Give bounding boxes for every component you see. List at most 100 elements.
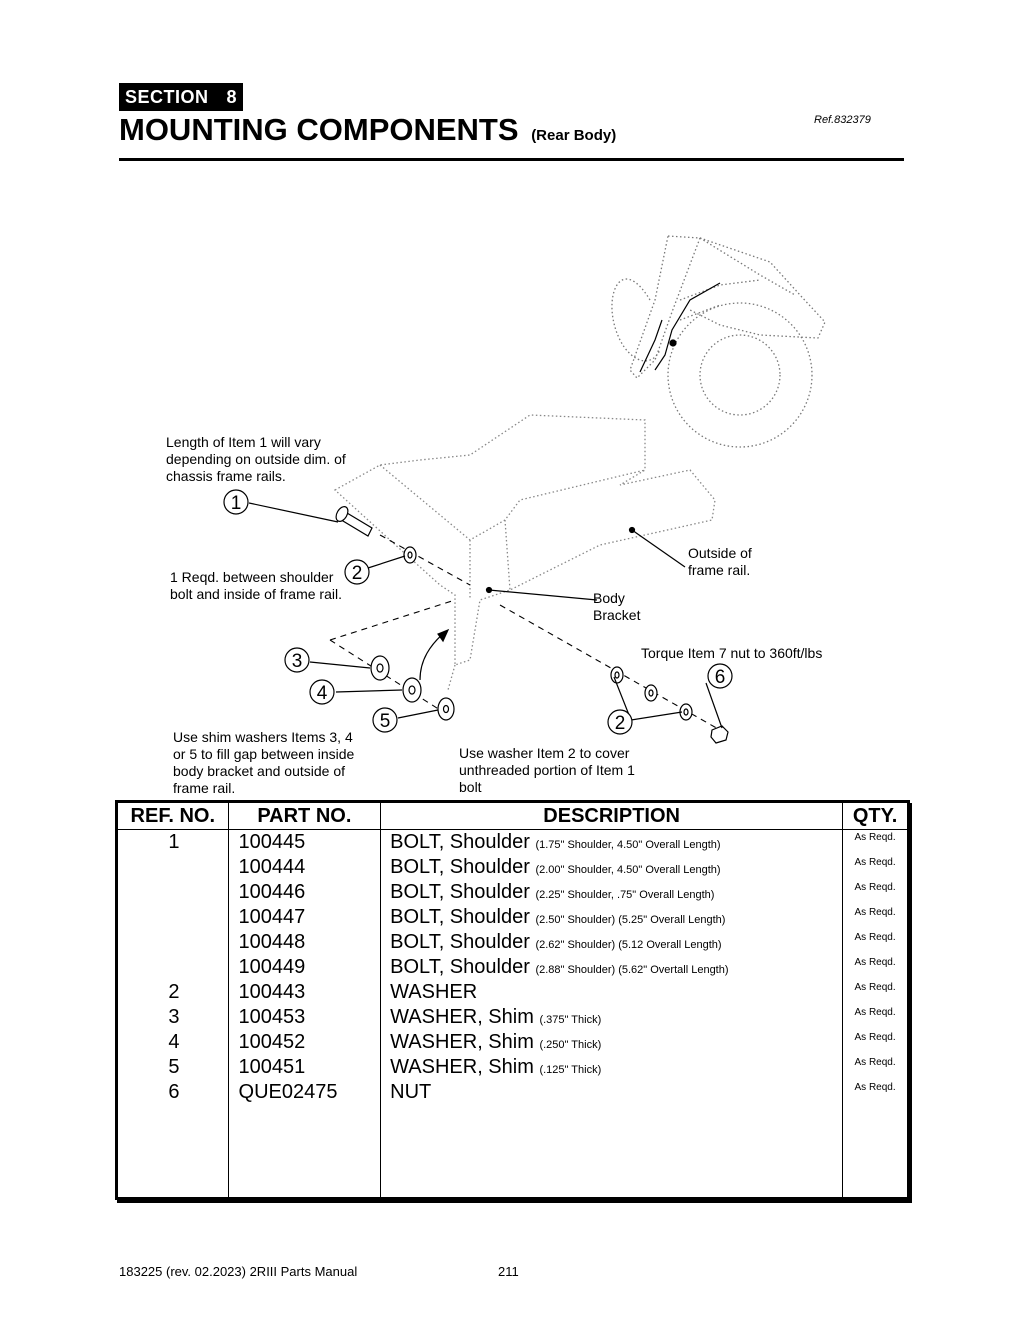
callout-1: 1 [231, 493, 242, 514]
description-detail: (.375" Thick) [539, 1014, 602, 1026]
note-line: 1 Reqd. between shoulder [170, 569, 334, 585]
qty-cell: As Reqd. [854, 957, 896, 968]
note-line: frame rail. [173, 780, 236, 796]
note-line: frame rail. [688, 562, 751, 578]
leader-lines [248, 502, 723, 729]
qty-cell: As Reqd. [854, 882, 896, 893]
description-main: NUT [390, 1081, 432, 1103]
description-main: WASHER, Shim [390, 1031, 534, 1053]
qty-cell: As Reqd. [854, 982, 896, 993]
ref-cell: 5 [168, 1056, 180, 1078]
part-cell: 100453 [238, 1006, 306, 1028]
ref-cell [118, 880, 228, 905]
ref-cell [118, 855, 228, 880]
note-line: Use washer Item 2 to cover [459, 745, 630, 761]
section-number: 8 [226, 87, 238, 107]
part-cell: 100445 [238, 831, 306, 853]
callout-numbers: 1 2 3 4 5 2 6 [231, 493, 726, 734]
note-line: Use shim washers Items 3, 4 [173, 729, 353, 745]
callout-3: 3 [292, 651, 303, 672]
qty-cell: As Reqd. [854, 832, 896, 843]
description-cell: WASHER, Shim (.375" Thick) [381, 1005, 842, 1030]
callout-bubbles [223, 489, 733, 735]
washers [370, 546, 729, 744]
description-detail: (2.50" Shoulder) (5.25" Overall Length) [535, 914, 726, 926]
callout-2b: 2 [615, 713, 626, 734]
part-cell: QUE02475 [238, 1081, 338, 1103]
note-outside-frame-rail: Outside of frame rail. [688, 545, 752, 579]
qty-cell: As Reqd. [854, 932, 896, 943]
qty-cell: As Reqd. [854, 1007, 896, 1018]
note-line: Outside of [688, 545, 752, 561]
callout-4: 4 [317, 683, 328, 704]
qty-column: As Reqd. As Reqd. As Reqd. As Reqd. As Reqd.… [842, 829, 909, 1199]
description-cell: NUT [381, 1080, 842, 1105]
description-detail: (2.25" Shoulder, .75" Overall Length) [535, 889, 715, 901]
header-description: DESCRIPTION [380, 801, 844, 830]
ref-cell [118, 955, 228, 980]
note-torque: Torque Item 7 nut to 360ft/lbs [641, 645, 823, 661]
header-qty: QTY. [842, 801, 909, 830]
description-cell: WASHER, Shim (.125" Thick) [381, 1055, 842, 1080]
note-line: chassis frame rails. [166, 468, 286, 484]
note-line: Body [593, 590, 625, 606]
note-body-bracket: Body Bracket [593, 590, 640, 624]
ref-cell: 3 [168, 1006, 180, 1028]
ref-cell: 1 [168, 831, 180, 853]
note-line: depending on outside dim. of [166, 451, 346, 467]
description-cell: BOLT, Shoulder (1.75" Shoulder, 4.50" Ov… [381, 830, 842, 855]
note-line: bolt and inside of frame rail. [170, 586, 342, 602]
ref-cell [118, 930, 228, 955]
exploded-diagram: 1 2 3 4 5 2 6 [223, 235, 826, 744]
note-line: Bracket [593, 607, 641, 623]
description-cell: WASHER, Shim (.250" Thick) [381, 1030, 842, 1055]
qty-cell: As Reqd. [854, 857, 896, 868]
note-line: bolt [459, 779, 482, 795]
ref-cell: 6 [168, 1081, 180, 1103]
bolt-item-1 [335, 506, 373, 537]
section-tag: SECTION 8 [119, 83, 244, 111]
truck-outline [611, 235, 826, 448]
qty-cell: As Reqd. [854, 1057, 896, 1068]
description-detail: (.125" Thick) [539, 1064, 602, 1076]
part-cell: 100444 [238, 856, 306, 878]
header-rule [119, 158, 904, 161]
description-main: WASHER [390, 981, 478, 1003]
callout-6: 6 [715, 667, 726, 688]
part-cell: 100446 [238, 881, 306, 903]
footer-doc: 183225 (rev. 02.2023) 2RIII Parts Manual [119, 1264, 358, 1279]
description-detail: (1.75" Shoulder, 4.50" Overall Length) [535, 839, 721, 851]
note-line: or 5 to fill gap between inside [173, 746, 355, 762]
assembly-axis [329, 534, 721, 731]
section-label: SECTION [125, 87, 209, 107]
description-cell: WASHER [381, 980, 842, 1005]
note-length: Length of Item 1 will vary depending on … [166, 434, 346, 485]
ref-cell: 4 [168, 1031, 180, 1053]
qty-cell: As Reqd. [854, 1032, 896, 1043]
part-cell: 100448 [238, 931, 306, 953]
description-main: BOLT, Shoulder [390, 906, 530, 928]
part-cell: 100452 [238, 1031, 306, 1053]
note-reqd: 1 Reqd. between shoulder bolt and inside… [170, 569, 342, 603]
table-header-row: REF. NO. PART NO. DESCRIPTION QTY. [116, 801, 909, 830]
note-washer: Use washer Item 2 to cover unthreaded po… [459, 745, 635, 796]
qty-cell: As Reqd. [854, 1082, 896, 1093]
qty-cell: As Reqd. [854, 907, 896, 918]
note-line: body bracket and outside of [173, 763, 346, 779]
description-main: WASHER, Shim [390, 1056, 534, 1078]
part-cell: 100451 [238, 1056, 306, 1078]
description-main: BOLT, Shoulder [390, 831, 530, 853]
ref-cell [118, 905, 228, 930]
footer-page-number: 211 [498, 1264, 519, 1279]
description-cell: BOLT, Shoulder (2.25" Shoulder, .75" Ove… [381, 880, 842, 905]
page-title: MOUNTING COMPONENTS (Rear Body) [119, 112, 616, 148]
description-detail: (2.88" Shoulder) (5.62" Overtall Length) [535, 964, 729, 976]
description-cell: BOLT, Shoulder (2.88" Shoulder) (5.62" O… [381, 955, 842, 980]
body-bracket-outline [333, 414, 716, 691]
title-sub: (Rear Body) [531, 127, 617, 144]
description-cell: BOLT, Shoulder (2.62" Shoulder) (5.12 Ov… [381, 930, 842, 955]
part-cell: 100443 [238, 981, 306, 1003]
